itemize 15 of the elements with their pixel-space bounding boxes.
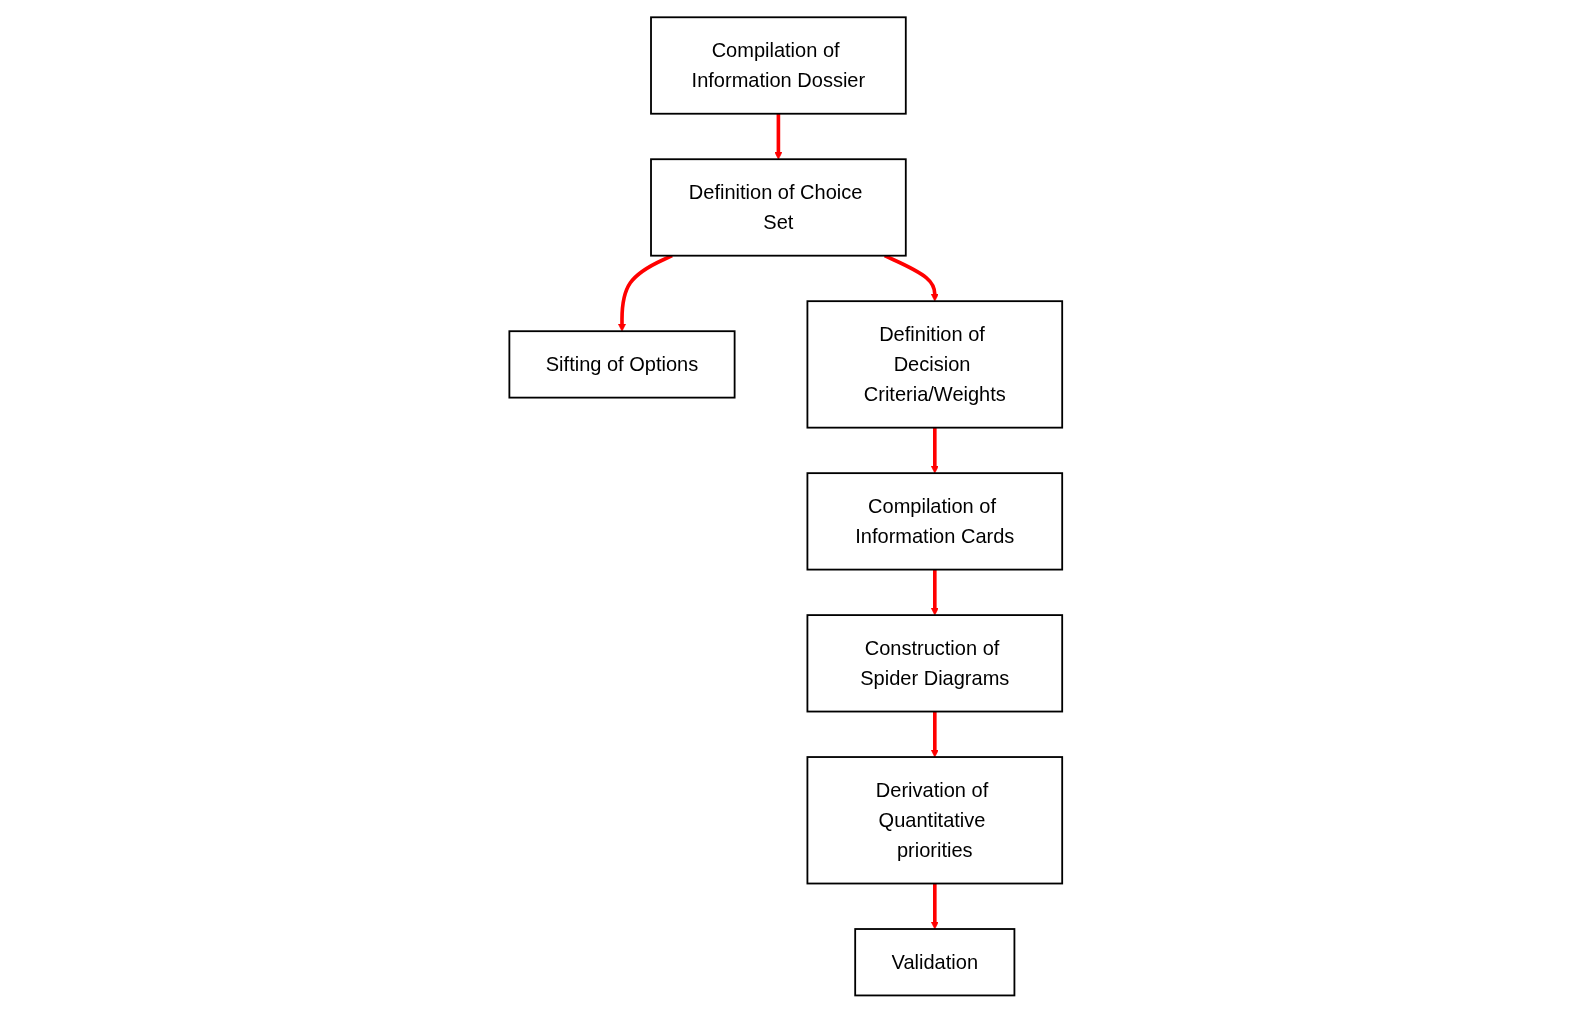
arrow — [930, 569, 939, 616]
arrow — [930, 883, 939, 930]
arrow — [774, 113, 783, 160]
node-box: Sifting of Options — [508, 330, 736, 399]
arrow — [930, 427, 939, 474]
node-box: Definition of Choice Set — [649, 158, 907, 257]
node-box: Compilation of Information Cards — [806, 472, 1063, 571]
node-box: Validation — [854, 928, 1016, 997]
node-box: Derivation of Quantitative priorities — [806, 756, 1063, 885]
arrow — [883, 254, 939, 302]
node-box: Compilation of Information Dossier — [649, 16, 907, 115]
arrow — [617, 254, 673, 332]
arrow — [930, 711, 939, 758]
node-box: Construction of Spider Diagrams — [806, 614, 1063, 713]
node-box: Definition of Decision Criteria/Weights — [806, 300, 1063, 429]
